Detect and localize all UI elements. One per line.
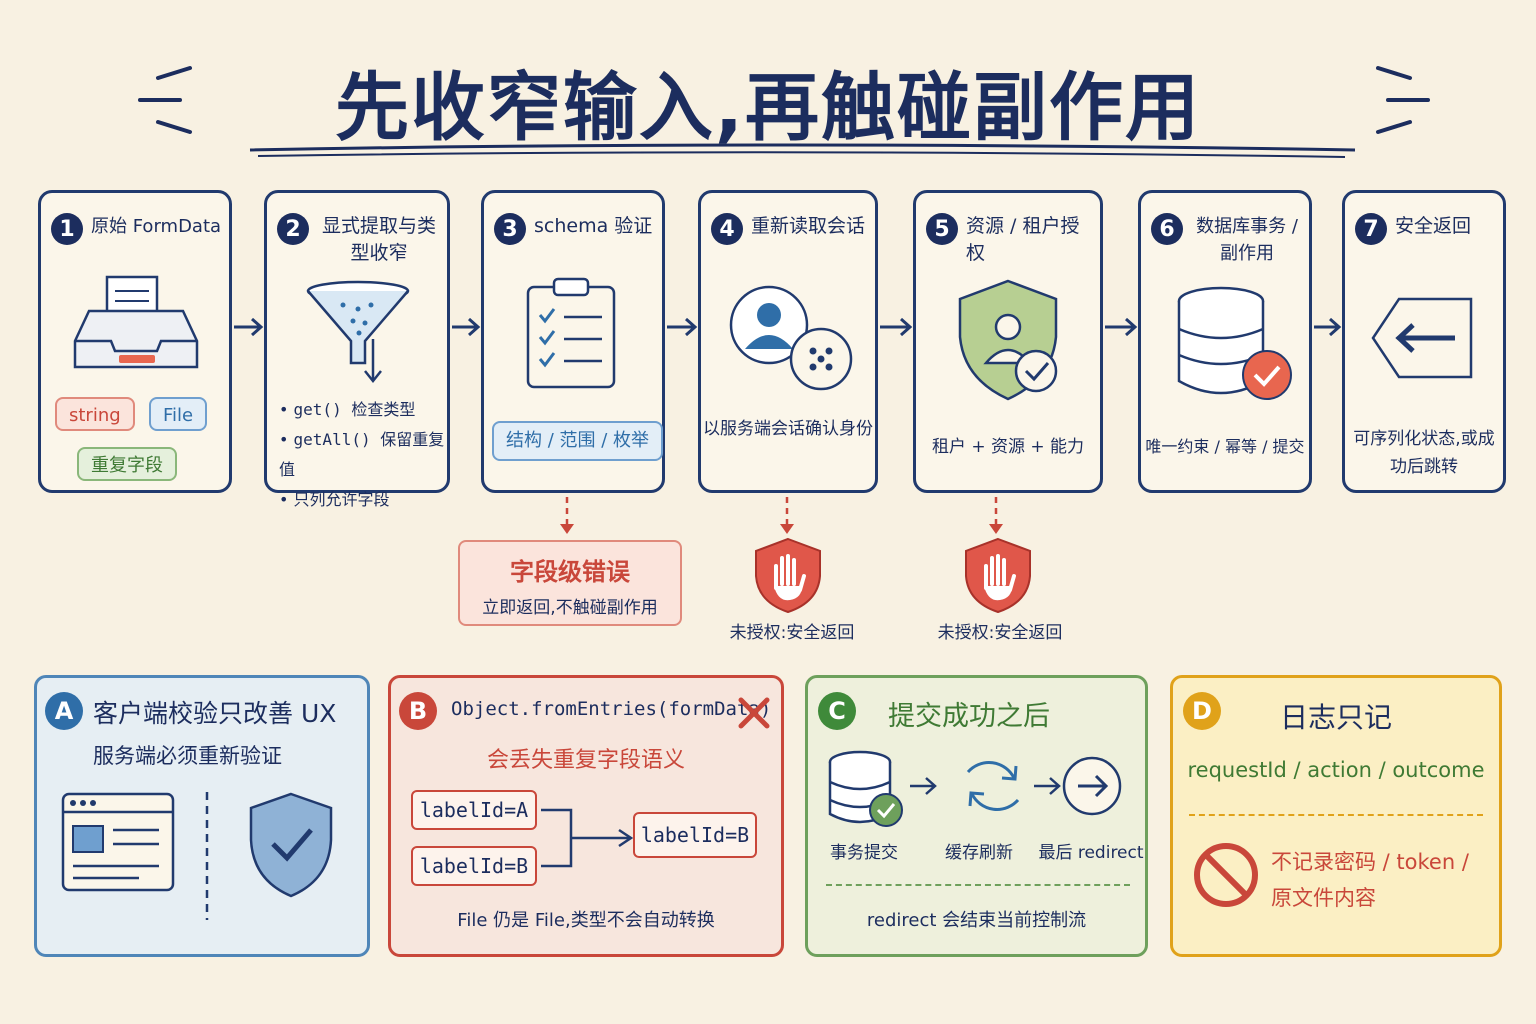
step-number: 5: [926, 213, 958, 245]
step-title: 资源 / 租户授权: [966, 215, 1080, 264]
step-number: 3: [494, 213, 526, 245]
panel-letter: A: [45, 692, 83, 730]
redirect-arrow-icon: [1062, 756, 1122, 816]
step-number: 6: [1151, 213, 1183, 245]
shield-check-icon: [249, 792, 333, 898]
bullet-item: • get() 检查类型: [279, 400, 416, 419]
divider: [1189, 814, 1483, 816]
forbidden-line-2: 原文件内容: [1271, 886, 1376, 910]
step-caption: 唯一约束 / 幂等 / 提交: [1145, 437, 1305, 456]
unauthorized-label-2: 未授权:安全返回: [937, 623, 1063, 643]
database-check-icon: [828, 750, 903, 827]
logged-fields: requestId / action / outcome: [1187, 758, 1485, 782]
right-sparkle-icon: [1376, 66, 1430, 134]
input-label-b: labelId=B: [411, 846, 537, 886]
tag-string: string: [55, 397, 135, 431]
database-commit-icon: [1177, 286, 1292, 400]
panel-letter: D: [1183, 692, 1221, 730]
tag-schema-checks: 结构 / 范围 / 枚举: [492, 421, 664, 461]
title-decoration: [138, 66, 1430, 158]
input-label-a: labelId=A: [411, 790, 537, 830]
step-caption: 以服务端会话确认身份: [703, 419, 873, 439]
error-arrows: [565, 497, 998, 528]
panel-b: B Object.fromEntries(formData) 会丢失重复字段语义…: [388, 675, 784, 957]
step-title: 安全返回: [1395, 215, 1472, 237]
step-caption: 租户 + 资源 + 能力: [931, 437, 1085, 457]
flow-step-label: 最后 redirect: [1038, 843, 1144, 863]
step-7-card: 7 安全返回 可序列化状态,或成功后跳转: [1342, 190, 1506, 493]
step-number: 4: [711, 213, 743, 245]
panel-title: 客户端校验只改善 UX: [93, 699, 337, 728]
cross-icon: [738, 697, 770, 729]
unauthorized-label-1: 未授权:安全返回: [729, 623, 855, 643]
page-title: 先收窄输入,再触碰副作用: [334, 65, 1202, 151]
merge-arrow-icon: [541, 808, 634, 868]
clipboard-checklist-icon: [526, 277, 616, 389]
panel-title: 日志只记: [1279, 701, 1392, 734]
commit-flow-illustration: [828, 750, 1122, 827]
output-label: labelId=B: [633, 812, 757, 858]
extraction-bullets: • get() 检查类型 • getAll() 保留重复值 • 只列允许字段: [279, 395, 447, 515]
stop-hand-icon: [965, 537, 1031, 614]
panel-note: redirect 会结束当前控制流: [866, 910, 1087, 931]
step-arrows: [234, 317, 1342, 337]
step-title: 重新读取会话: [751, 215, 866, 237]
step-caption: 可序列化状态,或成功后跳转: [1353, 429, 1495, 477]
step-title: 显式提取与类型收窄: [321, 215, 436, 264]
step-title: 数据库事务 / 副作用: [1196, 216, 1298, 264]
user-session-icon: [729, 285, 853, 391]
step-3-card: 3 schema 验证 结构 / 范围 / 枚举: [481, 190, 665, 493]
flow-step-label: 缓存刷新: [945, 843, 1013, 863]
divider: [826, 884, 1130, 886]
panel-letter: B: [399, 692, 437, 730]
stop-hand-icon: [755, 537, 821, 614]
step-5-card: 5 资源 / 租户授权 租户 + 资源 + 能力: [913, 190, 1103, 493]
left-sparkle-icon: [138, 66, 192, 134]
forbidden-line-1: 不记录密码 / token /: [1271, 850, 1469, 874]
funnel-icon: [306, 280, 410, 384]
panel-c: C 提交成功之后 事务提交 缓存刷新 最后 redirect redirect …: [805, 675, 1148, 957]
warning-text: 会丢失重复字段语义: [486, 748, 685, 773]
step-title: schema 验证: [534, 215, 653, 237]
tag-file: File: [149, 397, 208, 431]
field-error-desc: 立即返回,不触碰副作用: [482, 598, 658, 618]
panel-a: A 客户端校验只改善 UX 服务端必须重新验证: [34, 675, 370, 957]
return-arrow-icon: [1371, 297, 1473, 379]
refresh-icon: [966, 761, 1020, 811]
step-1-card: 1 原始 FormData string File 重复字段: [38, 190, 232, 493]
step-number: 1: [51, 213, 83, 245]
step-title: 原始 FormData: [91, 216, 222, 237]
step-4-card: 4 重新读取会话 以服务端会话确认身份: [698, 190, 878, 493]
client-server-illustration: [61, 792, 333, 920]
code-expression: Object.fromEntries(formData): [451, 698, 772, 720]
bullet-item: • getAll() 保留重复值: [279, 430, 445, 479]
panel-subtitle: 服务端必须重新验证: [93, 744, 282, 768]
step-number: 2: [277, 213, 309, 245]
bullet-item: • 只列允许字段: [279, 490, 390, 509]
shield-user-icon: [958, 279, 1058, 401]
panel-title: 提交成功之后: [888, 701, 1050, 732]
step-6-card: 6 数据库事务 / 副作用 唯一约束 / 幂等 / 提交: [1138, 190, 1312, 493]
inbox-icon: [73, 275, 199, 369]
field-error-box: 字段级错误 立即返回,不触碰副作用: [458, 540, 682, 626]
panel-letter: C: [818, 692, 856, 730]
step-2-card: 2 显式提取与类型收窄 • get() 检查类型 • getAll() 保留重复…: [264, 190, 450, 509]
step-number: 7: [1355, 213, 1387, 245]
prohibited-icon: [1194, 843, 1258, 907]
browser-window-icon: [61, 792, 175, 892]
panel-note: File 仍是 File,类型不会自动转换: [457, 910, 715, 931]
flow-step-label: 事务提交: [830, 843, 898, 863]
field-error-title: 字段级错误: [510, 558, 630, 586]
panel-d: D 日志只记 requestId / action / outcome 不记录密…: [1170, 675, 1502, 957]
tag-duplicate-fields: 重复字段: [77, 447, 177, 481]
